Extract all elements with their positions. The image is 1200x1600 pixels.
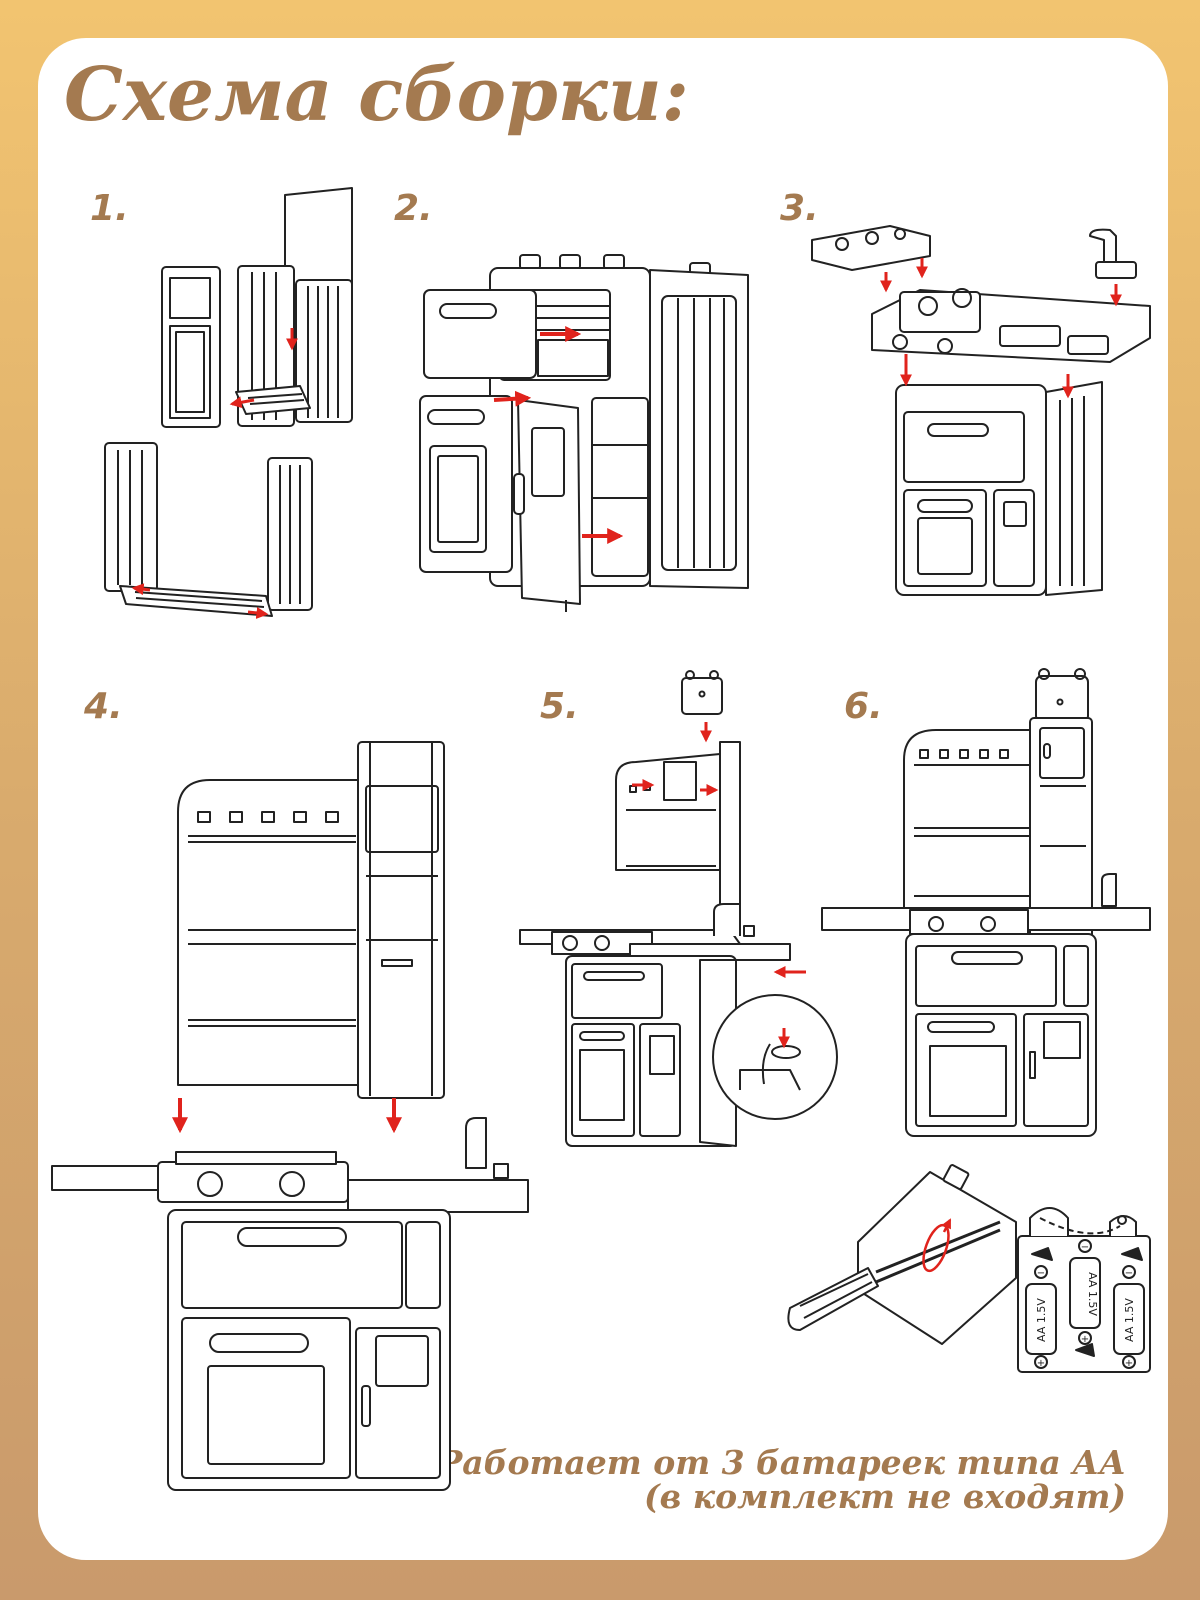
battery-cell-3-label: AA 1.5V xyxy=(1123,1298,1136,1342)
step-1-arrows xyxy=(131,328,298,619)
battery-diagram xyxy=(787,1164,1151,1373)
step-4-number: 4. xyxy=(84,686,123,727)
battery-cell-3-minus: − xyxy=(1125,1268,1133,1279)
step-6-diagram xyxy=(821,668,1151,1137)
step-2-number: 2. xyxy=(394,188,433,229)
battery-cell-1-minus: − xyxy=(1037,1268,1045,1279)
battery-note-line-1: Работает от 3 батареек типа АА xyxy=(437,1443,1126,1482)
step-3-arrows xyxy=(880,258,1122,399)
battery-cell-1-label: AA 1.5V xyxy=(1035,1298,1048,1342)
step-3-number: 3. xyxy=(780,188,819,229)
step-5-diagram xyxy=(519,670,838,1147)
step-4-diagram xyxy=(51,741,529,1491)
battery-cell-2-label: AA 1.5V xyxy=(1086,1272,1099,1316)
step-5-number: 5. xyxy=(540,686,579,727)
step-4-arrows xyxy=(172,1098,402,1134)
step-2-diagram xyxy=(419,254,749,612)
battery-labels: AA 1.5V AA 1.5V AA 1.5V − − − + + + xyxy=(1035,1242,1136,1369)
battery-cell-2-plus: + xyxy=(1081,1334,1089,1345)
battery-note: Работает от 3 батареек типа АА (в компле… xyxy=(437,1446,1126,1514)
step-1-diagram xyxy=(104,187,353,617)
battery-note-line-2: (в комплект не входят) xyxy=(643,1477,1126,1516)
page-title: Схема сборки: xyxy=(64,52,689,138)
battery-rotate-arrow xyxy=(922,1218,952,1273)
step-2-arrows xyxy=(493,326,624,544)
step-3-diagram xyxy=(811,225,1151,596)
step-1-number: 1. xyxy=(90,188,129,229)
battery-cell-1-plus: + xyxy=(1037,1358,1045,1369)
step-5-arrows xyxy=(632,722,806,1049)
battery-cell-2-minus: − xyxy=(1081,1242,1089,1253)
screwdriver-icon xyxy=(787,1220,1001,1331)
step-6-number: 6. xyxy=(844,686,883,727)
battery-cell-3-plus: + xyxy=(1125,1358,1133,1369)
